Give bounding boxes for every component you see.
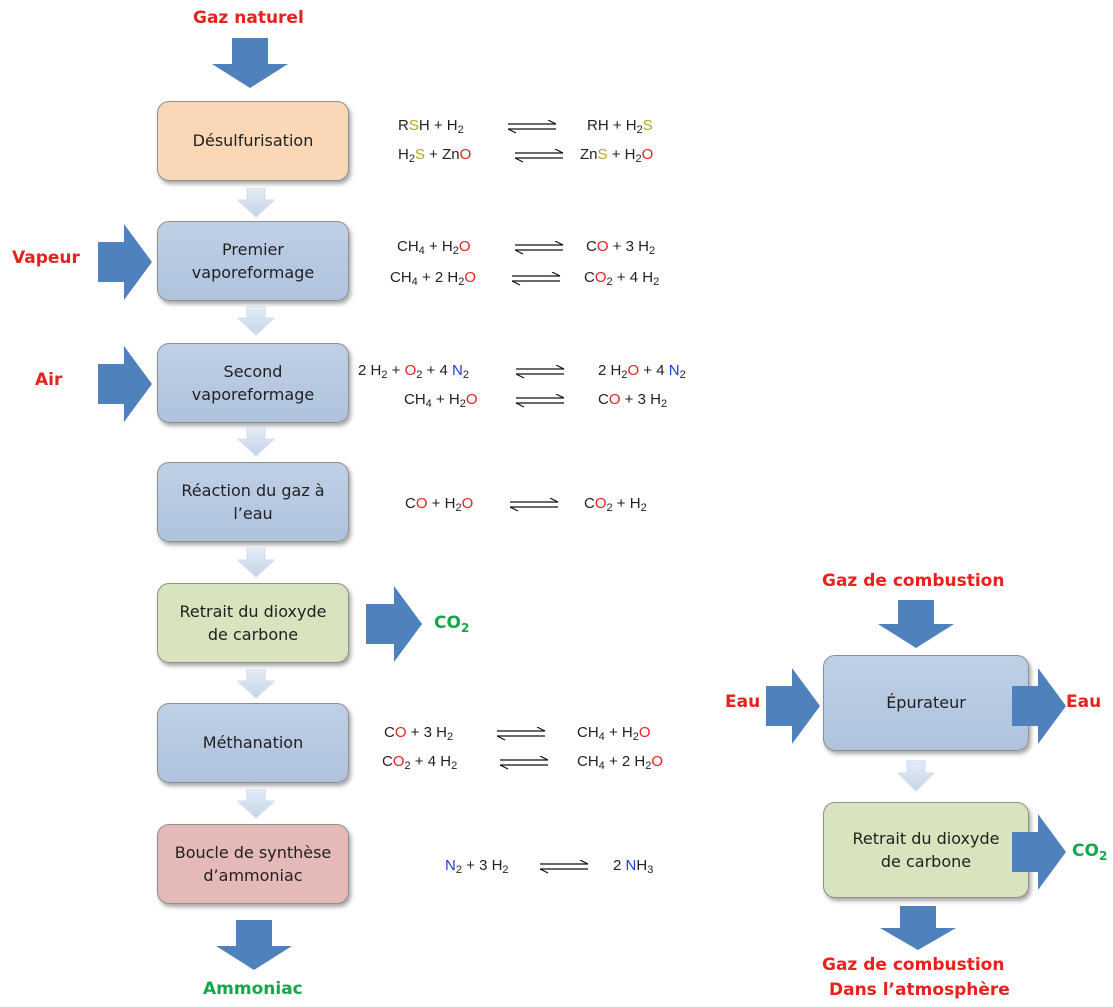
equation-6: CH4 + H2O (404, 391, 478, 410)
equilibrium-arrow-icon (512, 272, 561, 286)
input-label-gaz-naturel: Gaz naturel (193, 8, 304, 28)
box-reaction-label-1: Réaction du gaz à (181, 480, 325, 500)
scrubber-input-gaz-combustion: Gaz de combustion (822, 571, 1005, 591)
equation-3-products: CO + 3 H2 (586, 238, 656, 257)
scrubber-output-eau: Eau (1066, 692, 1102, 712)
connector-arrow-icon (236, 427, 276, 457)
scrubber-co2-text: CO (1072, 841, 1099, 861)
output-label-co2: CO2 (434, 613, 470, 635)
box-scrubber-retrait-co2: Retrait du dioxyde de carbone (823, 802, 1029, 898)
box-premier-label-2: vaporeformage (191, 263, 315, 282)
equation-9-products: CH4 + 2 H2O (577, 753, 664, 772)
box-epurateur: Épurateur (823, 655, 1029, 751)
input-label-air: Air (35, 370, 63, 390)
output-co2-sub: 2 (460, 621, 470, 635)
right-arrow-icon (1012, 814, 1066, 890)
equilibrium-arrow-icon (540, 860, 589, 874)
right-arrow-icon (98, 346, 152, 422)
equation-4-products: CO2 + 4 H2 (584, 269, 660, 288)
connector-arrow-icon (236, 306, 276, 336)
right-arrow-icon (366, 586, 422, 662)
box-boucle-synthese: Boucle de synthèse d’ammoniac (157, 824, 349, 904)
scrubber-retrait-label-1: Retrait du dioxyde (852, 828, 1000, 848)
equation-4: CH4 + 2 H2O (390, 269, 477, 288)
scrubber-co2-sub: 2 (1098, 849, 1108, 863)
equation-3: CH4 + H2O (397, 238, 471, 257)
equation-9: CO2 + 4 H2 (382, 753, 458, 772)
scrubber-output-co2: CO2 (1072, 841, 1108, 863)
equation-7: CO + H2O (405, 495, 474, 514)
box-second-label-2: vaporeformage (191, 385, 315, 404)
box-methanation-label: Méthanation (202, 733, 304, 753)
right-arrow-icon (98, 224, 152, 300)
box-boucle-label-2: d’ammoniac (203, 866, 303, 885)
right-arrow-icon (766, 668, 820, 744)
equation-10: N2 + 3 H2 (445, 857, 509, 876)
down-arrow-icon (212, 38, 288, 88)
output-label-ammoniac: Ammoniac (203, 979, 303, 999)
equilibrium-arrow-icon (516, 394, 565, 408)
equation-8-products: CH4 + H2O (577, 724, 651, 743)
down-arrow-icon (880, 906, 956, 950)
equilibrium-arrow-icon (515, 149, 564, 163)
equation-1-products: RH + H2S (587, 117, 653, 136)
equation-7-products: CO2 + H2 (584, 495, 647, 514)
connector-arrow-icon (236, 548, 276, 578)
box-second-vaporeformage: Second vaporeformage (157, 343, 349, 423)
equation-8: CO + 3 H2 (384, 724, 454, 743)
equilibrium-arrow-icon (497, 727, 546, 741)
connector-arrow-icon (236, 188, 276, 218)
equilibrium-arrow-icon (515, 241, 564, 255)
connector-arrow-icon (896, 760, 936, 792)
box-reaction-label-2: l’eau (233, 504, 273, 523)
equation-10-products: 2 NH3 (613, 857, 654, 876)
box-retrait-co2: Retrait du dioxyde de carbone (157, 583, 349, 663)
box-retrait-label-2: de carbone (207, 625, 299, 644)
equation-2: H2S + ZnO (398, 146, 472, 165)
box-methanation: Méthanation (157, 703, 349, 783)
down-arrow-icon (216, 920, 292, 970)
box-premier-label-1: Premier (222, 239, 284, 259)
box-premier-vaporeformage: Premier vaporeformage (157, 221, 349, 301)
box-second-label-1: Second (223, 361, 283, 381)
connector-arrow-icon (236, 789, 276, 819)
equation-2-products: ZnS + H2O (580, 146, 654, 165)
equilibrium-arrow-icon (508, 120, 557, 134)
box-desulfurisation: Désulfurisation (157, 101, 349, 181)
scrubber-output-atmosphere: Dans l’atmosphère (829, 980, 1010, 1000)
scrubber-output-gaz-combustion: Gaz de combustion (822, 955, 1005, 975)
input-label-vapeur: Vapeur (12, 248, 80, 268)
equation-5-products: 2 H2O + 4 N2 (598, 362, 686, 381)
output-co2-text: CO (434, 613, 461, 633)
box-boucle-label-1: Boucle de synthèse (174, 842, 332, 862)
equation-5: 2 H2 + O2 + 4 N2 (358, 362, 469, 381)
down-arrow-icon (878, 600, 954, 648)
box-epurateur-label: Épurateur (886, 693, 966, 713)
connector-arrow-icon (236, 669, 276, 699)
right-arrow-icon (1012, 668, 1066, 744)
equilibrium-arrow-icon (500, 756, 549, 770)
scrubber-input-eau: Eau (725, 692, 761, 712)
box-retrait-label-1: Retrait du dioxyde (179, 601, 327, 621)
box-desulfurisation-label: Désulfurisation (192, 131, 314, 151)
equation-1: RSH + H2 (398, 117, 464, 136)
equilibrium-arrow-icon (510, 498, 559, 512)
scrubber-retrait-label-2: de carbone (880, 852, 972, 871)
box-reaction-gaz-eau: Réaction du gaz à l’eau (157, 462, 349, 542)
equilibrium-arrow-icon (516, 365, 565, 379)
equation-6-products: CO + 3 H2 (598, 391, 668, 410)
